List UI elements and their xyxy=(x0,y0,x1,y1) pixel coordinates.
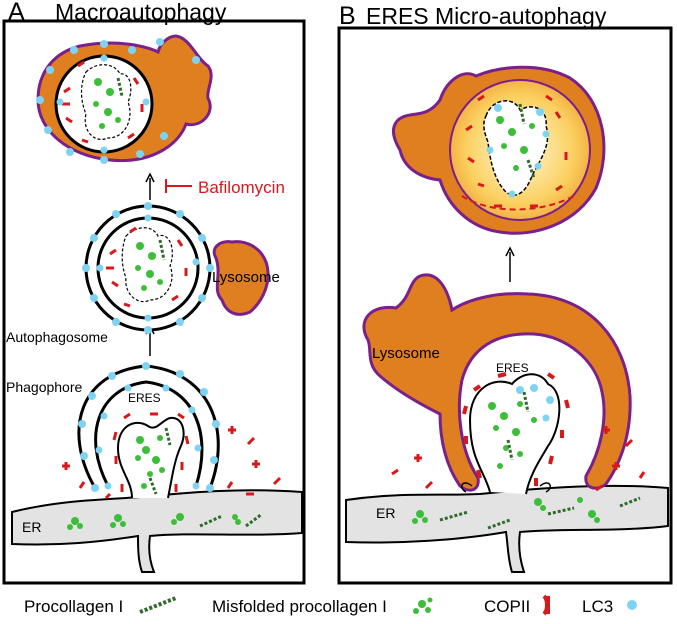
procollagen-in-lysosome-b xyxy=(518,103,536,179)
eres-label-a: ERES xyxy=(128,391,161,405)
procollagen-in-er-a xyxy=(199,512,263,528)
legend-misfolded-icon xyxy=(413,597,433,614)
panel-a-letter: A xyxy=(8,0,25,26)
autophagosome-label: Autophagosome xyxy=(6,329,108,345)
panel-b: B ERES Micro-autophagy ER Lysosome ERES xyxy=(337,2,673,585)
lc3-in-lysosome-b xyxy=(486,104,550,198)
lc3-on-phagophore xyxy=(78,362,220,492)
misfolded-in-eres-b xyxy=(488,401,537,469)
misfolded-in-er-a xyxy=(67,513,241,530)
misfolded-in-lysosome-b xyxy=(496,116,535,171)
lysosome-a xyxy=(212,240,270,316)
misfolded-in-autophagosome xyxy=(135,242,163,291)
procollagen-in-autophagosome xyxy=(158,239,166,261)
copii-residue-arc xyxy=(461,195,575,211)
lysosome-label-b: Lysosome xyxy=(372,345,440,362)
panel-b-letter: B xyxy=(339,2,356,30)
misfolded-in-er-b xyxy=(412,497,600,524)
legend-lc3-label: LC3 xyxy=(582,597,613,616)
autophagosome-cargo xyxy=(121,227,173,303)
er-label-a: ER xyxy=(22,519,41,535)
panel-b-title: ERES Micro-autophagy xyxy=(366,3,607,29)
arrowhead-2 xyxy=(145,172,155,183)
lc3-on-autolysosome xyxy=(36,38,200,164)
lc3-on-eres-b xyxy=(516,384,554,422)
copii-free-b xyxy=(391,426,646,492)
er-label-b: ER xyxy=(376,505,395,521)
eres-label-b: ERES xyxy=(496,361,529,375)
lc3-on-autophagosome xyxy=(82,202,214,334)
legend-copii-icon xyxy=(542,594,550,616)
legend-copii-label: COPII xyxy=(484,597,530,616)
autolysosome-cargo xyxy=(80,64,132,140)
copii-free-a xyxy=(62,426,282,500)
copii-in-autolysosome xyxy=(62,60,144,144)
procollagen-in-eres-b xyxy=(506,391,530,461)
panel-b-frame xyxy=(337,26,673,585)
legend-procollagen-icon xyxy=(139,596,177,614)
panel-a-title: Macroautophagy xyxy=(55,0,227,25)
eres-bud-a xyxy=(116,416,185,499)
misfolded-in-autolysosome xyxy=(93,78,121,129)
copii-in-autophagosome xyxy=(106,226,188,308)
er-membrane-a xyxy=(11,489,303,573)
legend: Procollagen I Misfolded procollagen I CO… xyxy=(24,594,637,616)
lysosome-label-a: Lysosome xyxy=(212,269,280,286)
procollagen-in-er-b xyxy=(439,496,641,530)
er-membrane-b xyxy=(345,484,669,573)
legend-misfolded-label: Misfolded procollagen I xyxy=(212,597,387,616)
legend-lc3-icon xyxy=(627,600,637,610)
membrane-scission-right xyxy=(539,482,551,493)
membrane-scission-left xyxy=(461,482,473,493)
copii-in-lysosome-b xyxy=(465,94,568,208)
copii-on-eres-b xyxy=(462,372,570,486)
legend-procollagen-label: Procollagen I xyxy=(24,597,123,616)
bafilomycin-label: Bafilomycin xyxy=(198,178,285,197)
copii-on-eres-a xyxy=(112,412,190,492)
panel-a-frame xyxy=(2,19,306,585)
procollagen-in-autolysosome xyxy=(116,77,124,97)
phagophore-label: Phagophore xyxy=(6,379,83,395)
arrowhead-3 xyxy=(505,246,515,257)
misfolded-in-eres-a xyxy=(135,435,165,489)
panel-a: A Macroautophagy ER ERES xyxy=(2,0,306,585)
procollagen-in-eres-a xyxy=(148,427,172,495)
phagophore-inner xyxy=(94,380,204,487)
